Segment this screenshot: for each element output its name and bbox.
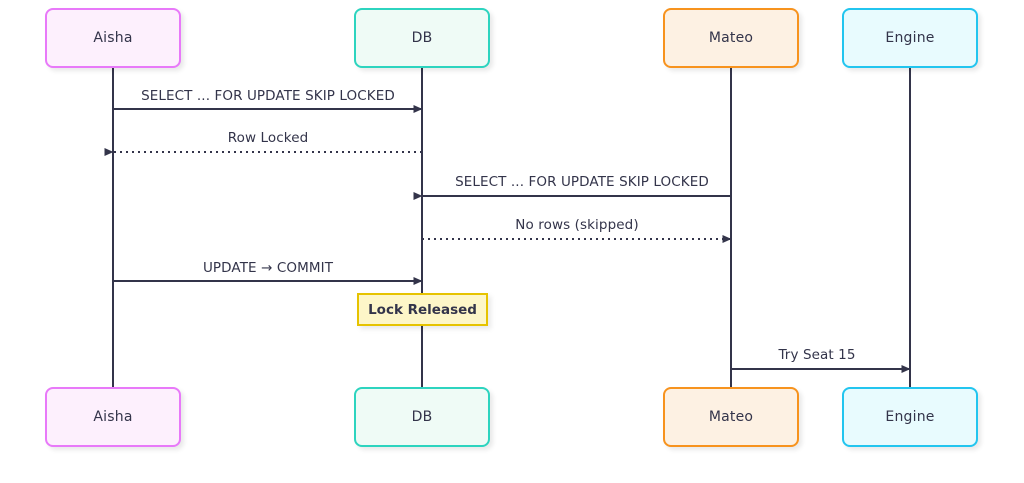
actor-box-aisha-bottom[interactable]: Aisha: [45, 387, 181, 447]
message-label-m4: No rows (skipped): [515, 217, 639, 233]
actor-label-db: DB: [411, 30, 433, 46]
actor-label-aisha: Aisha: [93, 409, 133, 425]
message-label-m1: SELECT ... FOR UPDATE SKIP LOCKED: [141, 88, 395, 104]
note-label-lock-released: Lock Released: [368, 301, 477, 318]
note-lock-released[interactable]: Lock Released: [357, 293, 488, 326]
actor-box-mateo-bottom[interactable]: Mateo: [663, 387, 799, 447]
actor-box-engine-bottom[interactable]: Engine: [842, 387, 978, 447]
message-arrows-group: [104, 105, 911, 373]
message-label-m5: UPDATE → COMMIT: [202, 260, 334, 276]
message-label-m6: Try Seat 15: [778, 347, 856, 363]
message-label-m2: Row Locked: [227, 130, 309, 146]
actor-box-mateo-top[interactable]: Mateo: [663, 8, 799, 68]
actor-box-db-top[interactable]: DB: [354, 8, 490, 68]
actor-label-engine: Engine: [885, 409, 935, 425]
actor-box-db-bottom[interactable]: DB: [354, 387, 490, 447]
actor-box-engine-top[interactable]: Engine: [842, 8, 978, 68]
actor-label-aisha: Aisha: [93, 30, 133, 46]
message-label-m3: SELECT ... FOR UPDATE SKIP LOCKED: [455, 174, 709, 190]
actor-label-db: DB: [411, 409, 433, 425]
actor-label-mateo: Mateo: [708, 409, 754, 425]
lifelines-group: [112, 68, 911, 387]
actor-label-mateo: Mateo: [708, 30, 754, 46]
actor-label-engine: Engine: [885, 30, 935, 46]
actor-box-aisha-top[interactable]: Aisha: [45, 8, 181, 68]
